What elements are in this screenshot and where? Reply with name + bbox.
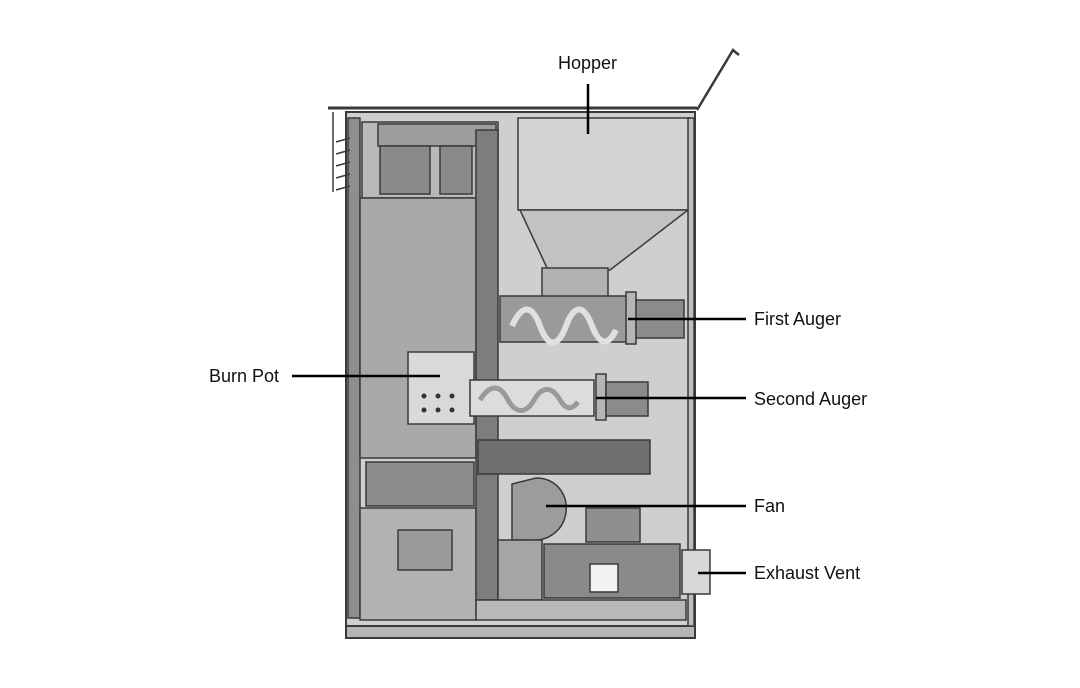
burn-pot-hole xyxy=(435,393,441,399)
burn-pot-hole xyxy=(449,407,455,413)
burn-pot-hole xyxy=(435,407,441,413)
first-auger-label: First Auger xyxy=(754,309,842,329)
feed-duct xyxy=(477,439,651,475)
burn-pot-assembly xyxy=(407,351,475,425)
burn-pot-label: Burn Pot xyxy=(209,366,280,386)
first-auger-screw xyxy=(509,306,619,346)
front-panel xyxy=(332,112,361,619)
hopper-right-wall xyxy=(687,117,695,627)
exhaust-vent-label: Exhaust Vent xyxy=(754,563,861,583)
exhaust-window xyxy=(589,563,619,593)
fan-label: Fan xyxy=(754,496,786,516)
exchanger-tube-2 xyxy=(439,145,473,195)
hopper-funnel xyxy=(518,209,691,271)
ash-tray xyxy=(365,461,475,507)
burn-pot-body xyxy=(407,351,475,425)
door-hinge-2 xyxy=(335,149,351,155)
second-auger-label: Second Auger xyxy=(754,389,868,409)
fan-assembly xyxy=(511,477,641,543)
exhaust-assembly xyxy=(475,539,711,621)
flue-channel xyxy=(475,129,499,601)
leader-lines xyxy=(292,84,746,575)
second-auger-screw xyxy=(477,385,580,413)
burn-pot-hole xyxy=(421,393,427,399)
control-box xyxy=(585,507,641,543)
hopper-lid xyxy=(695,48,740,111)
door-hinge-5 xyxy=(335,185,351,191)
burn-pot-hole xyxy=(421,407,427,413)
hopper-box xyxy=(517,117,691,211)
access-panel xyxy=(397,529,453,571)
front-door xyxy=(347,117,361,619)
lower-duct xyxy=(497,539,543,601)
cabinet-base xyxy=(345,625,696,639)
burn-pot-hole xyxy=(449,393,455,399)
door-hinge-1 xyxy=(335,137,351,143)
base-plate xyxy=(475,599,687,621)
door-hinge-4 xyxy=(335,173,351,179)
hopper-label: Hopper xyxy=(558,53,618,73)
hopper-assembly xyxy=(517,117,695,627)
door-hinge-3 xyxy=(335,161,351,167)
second-auger-tube xyxy=(469,379,595,417)
fan-housing xyxy=(511,477,567,541)
exchanger-tube-1 xyxy=(379,145,431,195)
